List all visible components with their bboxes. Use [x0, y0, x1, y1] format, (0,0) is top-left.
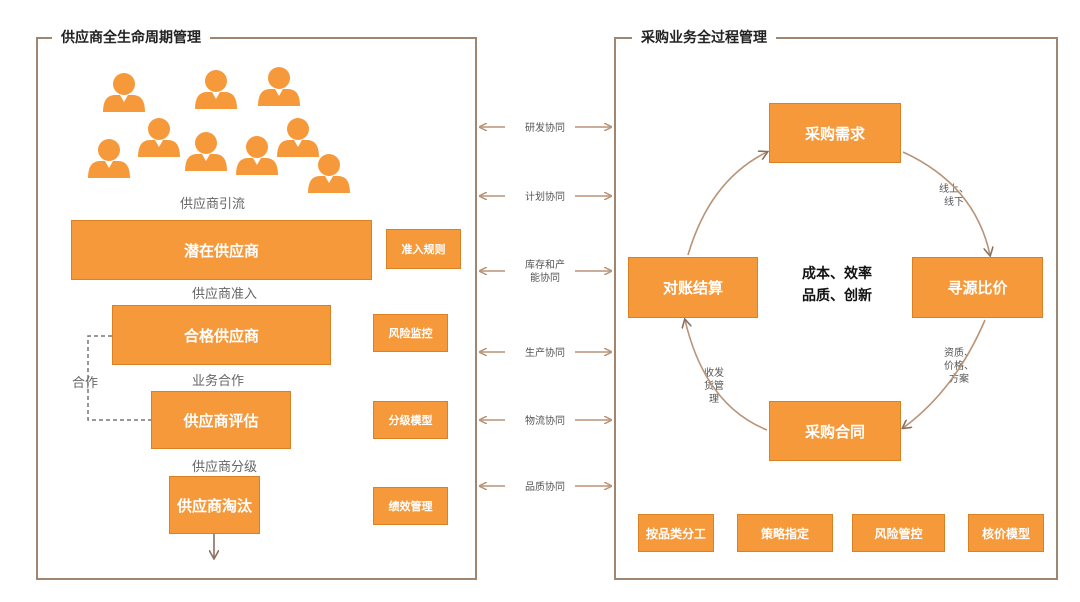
flow-label-admission: 供应商准入	[192, 287, 258, 302]
cycle-arrow-contract-to-settlement	[685, 320, 768, 431]
cooperation-loop-dashed	[87, 335, 151, 421]
supplier-lifecycle-panel	[36, 37, 477, 580]
button-risk-control[interactable]: 风险管控	[852, 514, 945, 552]
qualified-supplier-box[interactable]: 合格供应商	[112, 305, 331, 365]
tag-performance-management[interactable]: 绩效管理	[373, 487, 448, 525]
cycle-node-sourcing[interactable]: 寻源比价	[912, 257, 1043, 318]
cycle-node-demand[interactable]: 采购需求	[769, 103, 901, 163]
link-label-quality: 品质协同	[525, 482, 565, 493]
flow-label-cooperation: 业务合作	[192, 374, 245, 389]
procurement-process-panel	[614, 37, 1058, 580]
edge-label-online-offline: 线上、 线下	[934, 183, 974, 209]
flow-label-grading: 供应商分级	[192, 460, 258, 475]
cycle-node-contract[interactable]: 采购合同	[769, 401, 901, 461]
link-label-inventory-text: 库存和产 能协同	[525, 260, 565, 284]
button-strategy[interactable]: 策略指定	[737, 514, 833, 552]
cycle-arrow-demand-to-sourcing	[902, 151, 990, 255]
supplier-elimination-box[interactable]: 供应商淘汰	[169, 476, 260, 534]
potential-supplier-box[interactable]: 潜在供应商	[71, 220, 372, 280]
edge-label-online-offline-text: 线上、 线下	[939, 184, 969, 208]
collaboration-arrows	[480, 127, 611, 486]
supplier-lifecycle-title: 供应商全生命周期管理	[52, 29, 210, 47]
cycle-node-settlement[interactable]: 对账结算	[628, 257, 758, 318]
procurement-process-title: 采购业务全过程管理	[632, 29, 776, 47]
flow-label-lead: 供应商引流	[180, 197, 246, 212]
edge-label-receiving-text: 收发 货管 理	[704, 368, 724, 405]
cycle-arrow-settlement-to-demand	[687, 152, 767, 256]
link-label-logistics: 物流协同	[525, 416, 565, 427]
edge-label-qualification-text: 资质、 价格、 方案	[944, 348, 974, 385]
tag-admission-rules[interactable]: 准入规则	[386, 229, 461, 269]
cycle-center-line-1: 成本、效率	[802, 266, 872, 282]
loop-label-cooperation: 合作	[72, 376, 99, 391]
button-pricing-model[interactable]: 核价模型	[968, 514, 1044, 552]
cycle-center-text: 成本、效率 品质、创新	[777, 263, 897, 307]
edge-label-receiving: 收发 货管 理	[699, 367, 729, 406]
supplier-evaluation-box[interactable]: 供应商评估	[151, 391, 291, 449]
link-label-inventory: 库存和产 能协同	[510, 259, 580, 285]
edge-label-qualification: 资质、 价格、 方案	[938, 347, 980, 386]
button-category-division[interactable]: 按品类分工	[638, 514, 714, 552]
tag-risk-monitoring[interactable]: 风险监控	[373, 314, 448, 352]
tag-grading-model[interactable]: 分级模型	[373, 401, 448, 439]
link-label-plan: 计划协同	[525, 192, 565, 203]
cycle-arrow-sourcing-to-contract	[903, 319, 986, 428]
link-label-production: 生产协同	[525, 348, 565, 359]
link-label-rnd: 研发协同	[525, 123, 565, 134]
cycle-center-line-2: 品质、创新	[802, 288, 872, 304]
